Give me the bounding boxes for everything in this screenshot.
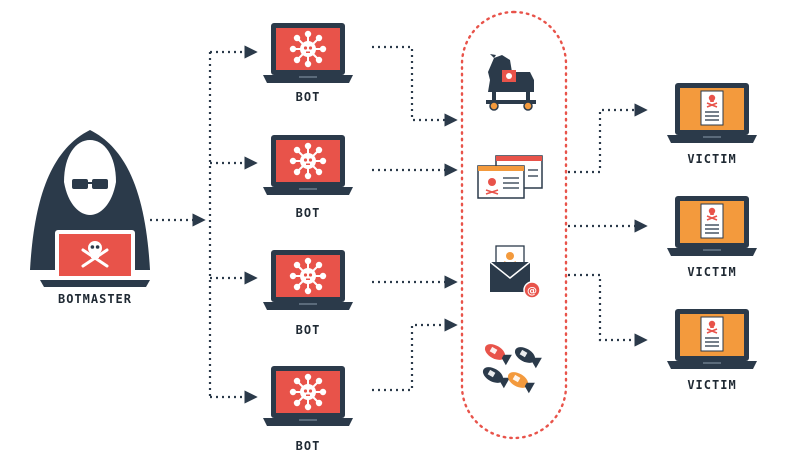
victim-label-2: VICTIM xyxy=(687,265,737,279)
bot-arrows xyxy=(372,45,458,392)
trojan-horse-icon xyxy=(486,54,536,111)
victim-laptop-1 xyxy=(666,82,758,144)
attack-methods-ring xyxy=(460,10,568,440)
botmaster-figure xyxy=(30,130,150,287)
botmaster-label: BOTMASTER xyxy=(57,292,133,306)
bot-label-4: BOT xyxy=(295,439,321,453)
bot-label-2: BOT xyxy=(295,206,321,220)
victim-arrows xyxy=(568,103,648,347)
victim-laptop-2 xyxy=(666,195,758,257)
bot-laptop-3 xyxy=(263,250,353,310)
victim-laptop-3 xyxy=(666,308,758,370)
spam-email-icon: @ xyxy=(489,245,541,299)
victim-label-3: VICTIM xyxy=(687,378,737,392)
bot-laptop-1 xyxy=(263,23,353,83)
bot-laptop-4 xyxy=(263,366,353,426)
bombs-icon xyxy=(480,340,543,394)
bot-label-1: BOT xyxy=(295,90,321,104)
svg-text:@: @ xyxy=(527,286,537,297)
phishing-window-icon xyxy=(477,155,543,199)
bot-label-3: BOT xyxy=(295,323,321,337)
bot-laptop-2 xyxy=(263,135,353,195)
victim-label-1: VICTIM xyxy=(687,152,737,166)
botmaster-arrows xyxy=(150,45,258,404)
